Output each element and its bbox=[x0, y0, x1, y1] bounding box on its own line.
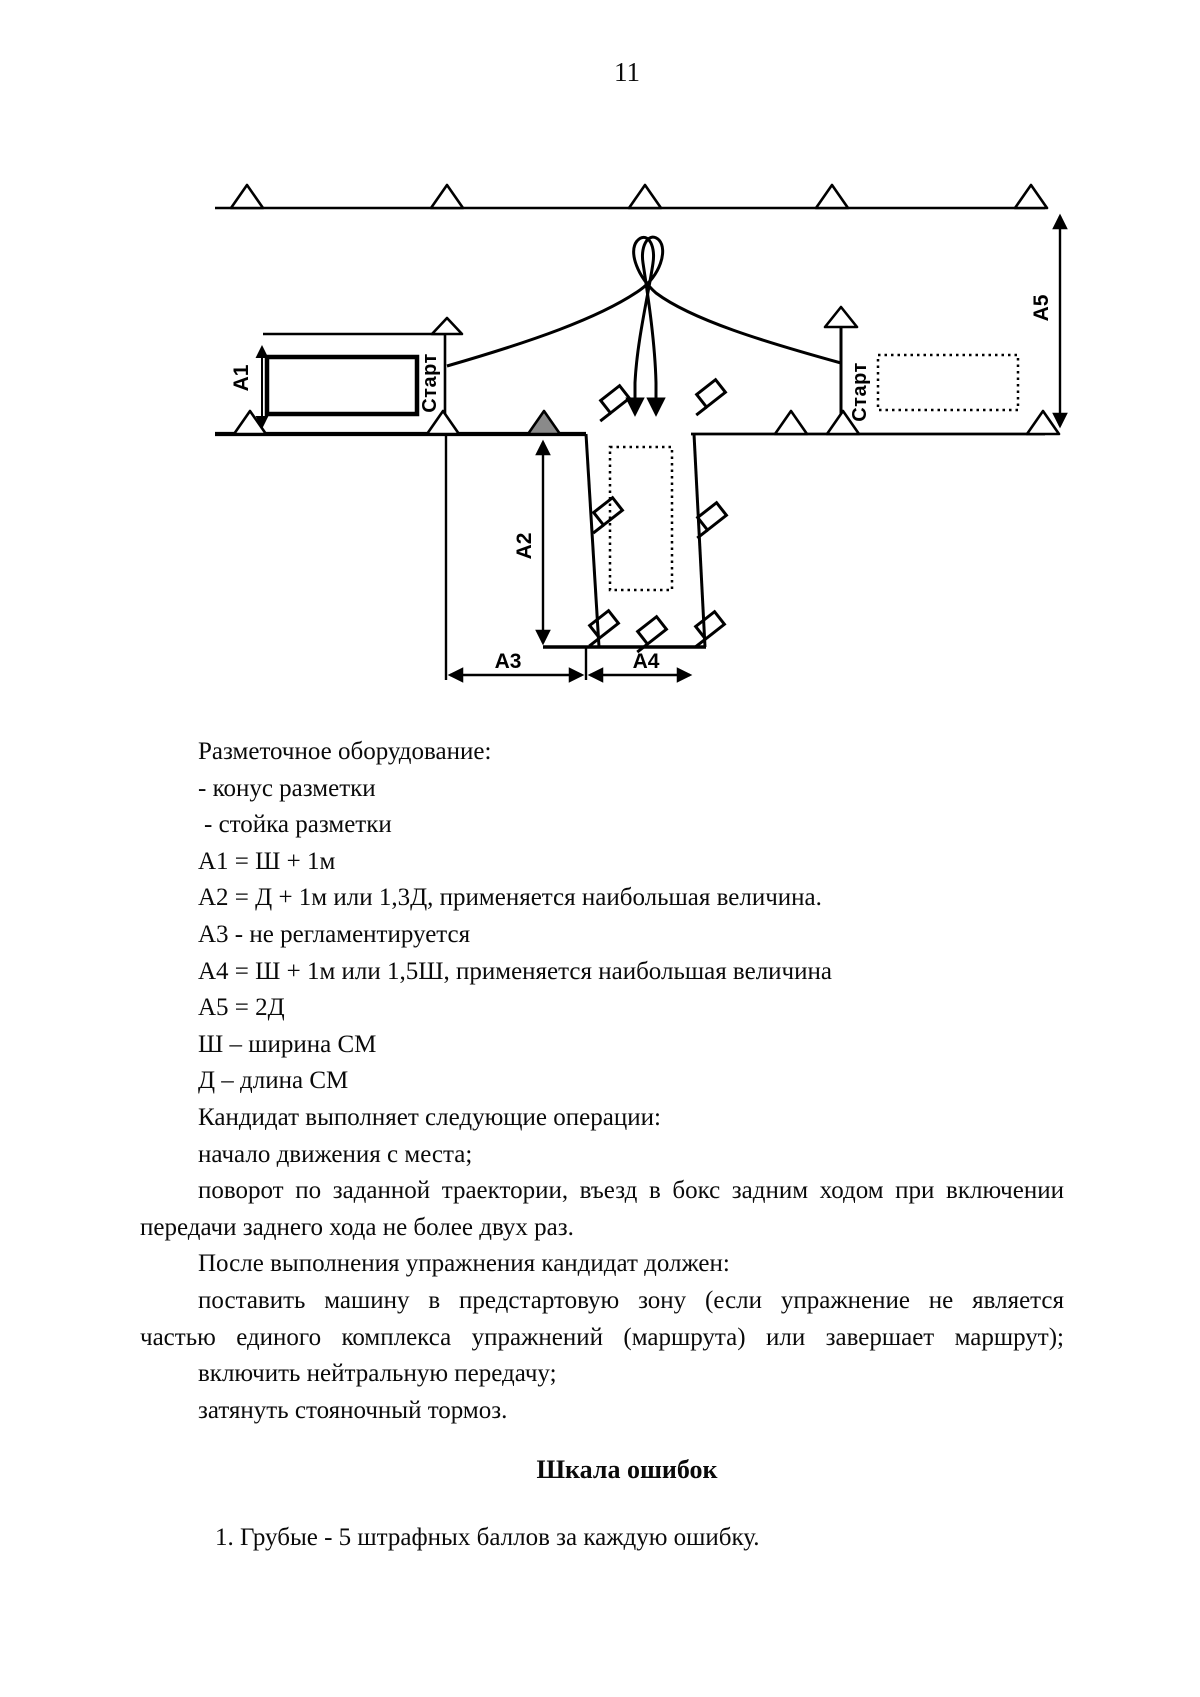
page-number: 11 bbox=[614, 57, 640, 87]
cone-icon bbox=[429, 183, 465, 210]
text-line: начало движения с места; bbox=[198, 1140, 473, 1168]
text-line: Ш – ширина СМ bbox=[198, 1030, 377, 1058]
vehicle-position-dashed-rect bbox=[608, 445, 674, 592]
cone-icon bbox=[825, 409, 861, 436]
cone-icon bbox=[1013, 183, 1049, 210]
text-line: А1 = Ш + 1м bbox=[198, 847, 336, 875]
start-label-right: Старт bbox=[849, 362, 871, 422]
text-line: включить нейтральную передачу; bbox=[198, 1360, 557, 1388]
course-diagram: А1 Старт Старт А5 А2 А3 А4 bbox=[0, 0, 1200, 700]
box-right-wall bbox=[692, 433, 707, 648]
cone-row-middle bbox=[232, 409, 1061, 436]
stand-icon bbox=[598, 383, 632, 423]
cone-icon bbox=[425, 409, 461, 436]
course-diagram-svg: А1 Старт Старт А5 А2 А3 А4 bbox=[215, 183, 1068, 683]
box-left-wall bbox=[584, 433, 601, 648]
stand-icon bbox=[695, 500, 729, 540]
text-line: А4 = Ш + 1м или 1,5Ш, применяется наибол… bbox=[198, 957, 832, 985]
cone-row-top bbox=[229, 183, 1049, 210]
cone-icon bbox=[773, 409, 809, 436]
stand-markers bbox=[587, 377, 729, 654]
start-label-left: Старт bbox=[419, 353, 441, 413]
penalty-item-line: 1. Грубые - 5 штрафных баллов за каждую … bbox=[215, 1524, 760, 1551]
text-line: поставить машину в предстартовую зону (е… bbox=[198, 1286, 1064, 1314]
text-line: - стойка разметки bbox=[204, 811, 392, 839]
dimension-label-a5: А5 bbox=[1030, 294, 1053, 321]
stand-icon bbox=[694, 377, 728, 417]
cone-icon bbox=[1025, 409, 1061, 436]
trajectory-path-left bbox=[446, 235, 666, 417]
text-line: Разметочное оборудование: bbox=[198, 738, 492, 765]
stand-icon bbox=[693, 609, 727, 649]
text-line: поворот по заданной траектории, въезд в … bbox=[198, 1177, 1064, 1205]
finish-zone-dashed-rect bbox=[876, 353, 1020, 412]
dimension-label-a4: А4 bbox=[633, 650, 660, 673]
stand-icon bbox=[635, 614, 669, 654]
cone-icon bbox=[627, 183, 663, 210]
dimension-label-a3: А3 bbox=[495, 650, 522, 673]
text-line: После выполнения упражнения кандидат дол… bbox=[198, 1250, 730, 1278]
dimension-label-a2: А2 bbox=[513, 533, 536, 560]
cone-icon bbox=[232, 409, 268, 436]
cone-icon bbox=[526, 409, 562, 436]
text-line: Д – длина СМ bbox=[198, 1067, 349, 1095]
text-line: частью единого комплекса упражнений (мар… bbox=[140, 1323, 1064, 1351]
text-line: Кандидат выполняет следующие операции: bbox=[198, 1103, 661, 1131]
text-line: А2 = Д + 1м или 1,3Д, применяется наибол… bbox=[198, 884, 822, 912]
cone-icon bbox=[823, 305, 859, 329]
prestart-zone-left-rect bbox=[264, 354, 420, 417]
trajectory-path-right bbox=[625, 235, 842, 417]
text-line: А5 = 2Д bbox=[198, 994, 285, 1022]
cone-icon bbox=[229, 183, 265, 210]
text-line: - конус разметки bbox=[198, 774, 376, 802]
body-text: Разметочное оборудование: - конус размет… bbox=[140, 734, 1064, 1429]
text-line: А3 - не регламентируется bbox=[198, 920, 471, 948]
text-line: передачи заднего хода не более двух раз. bbox=[140, 1213, 574, 1241]
text-line: затянуть стояночный тормоз. bbox=[198, 1396, 508, 1424]
dimension-label-a1: А1 bbox=[230, 364, 253, 391]
cone-icon bbox=[430, 316, 464, 336]
cone-icon bbox=[814, 183, 850, 210]
stand-icon bbox=[587, 608, 621, 648]
section-heading: Шкала ошибок bbox=[536, 1455, 718, 1484]
stand-icon bbox=[591, 495, 625, 535]
